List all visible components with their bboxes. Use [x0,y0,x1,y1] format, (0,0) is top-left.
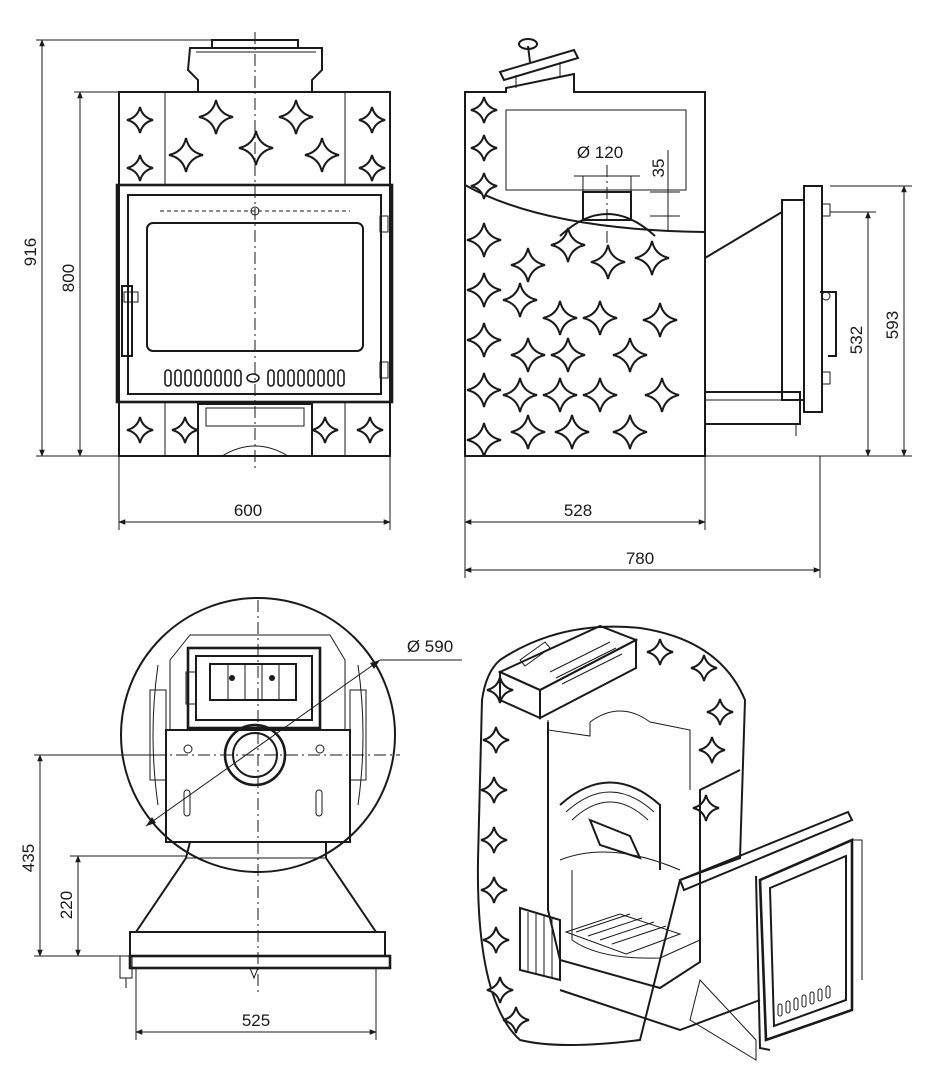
dim-diameter-label: Ø 590 [407,637,453,656]
side-dimensions: Ø 120 35 528 780 532 593 [464,143,912,578]
dim-flue-offset-top-label: 220 [57,891,76,919]
top-dimensions: 435 220 525 [19,754,377,1040]
dim-total-depth-label: 780 [626,549,654,568]
dim-depth-label: 528 [564,501,592,520]
cutaway-open-door [678,810,863,1061]
side-flue [559,165,656,250]
dim-flue-offset-label: 35 [649,159,668,178]
front-air-slots [164,369,345,387]
side-body-outline [464,72,706,457]
top-base [119,841,392,988]
dim-door-height-label: 532 [847,326,866,354]
cutaway-inner-section [519,710,761,1032]
top-view: Ø 590 [110,597,462,995]
front-view [115,32,394,470]
dim-flue-diameter-label: Ø 120 [577,143,623,162]
dim-width-label: 600 [234,501,262,520]
dim-total-height-label: 916 [21,238,40,266]
cutaway-view [476,624,863,1061]
front-top-ornament [126,99,386,182]
cutaway-shell [476,625,747,1046]
top-grate [185,646,322,730]
front-dimensions: 916 800 600 [21,39,391,530]
dim-center-offset-label: 435 [19,844,38,872]
dim-body-height-label: 800 [59,264,78,292]
side-door-projection [704,185,837,436]
side-view [464,38,837,457]
dim-base-width-label: 525 [242,1011,270,1030]
side-ornament [466,96,680,456]
dim-door-total-label: 593 [883,311,902,339]
cutaway-door-slots [777,985,831,1017]
cutaway-damper-box [497,624,639,737]
